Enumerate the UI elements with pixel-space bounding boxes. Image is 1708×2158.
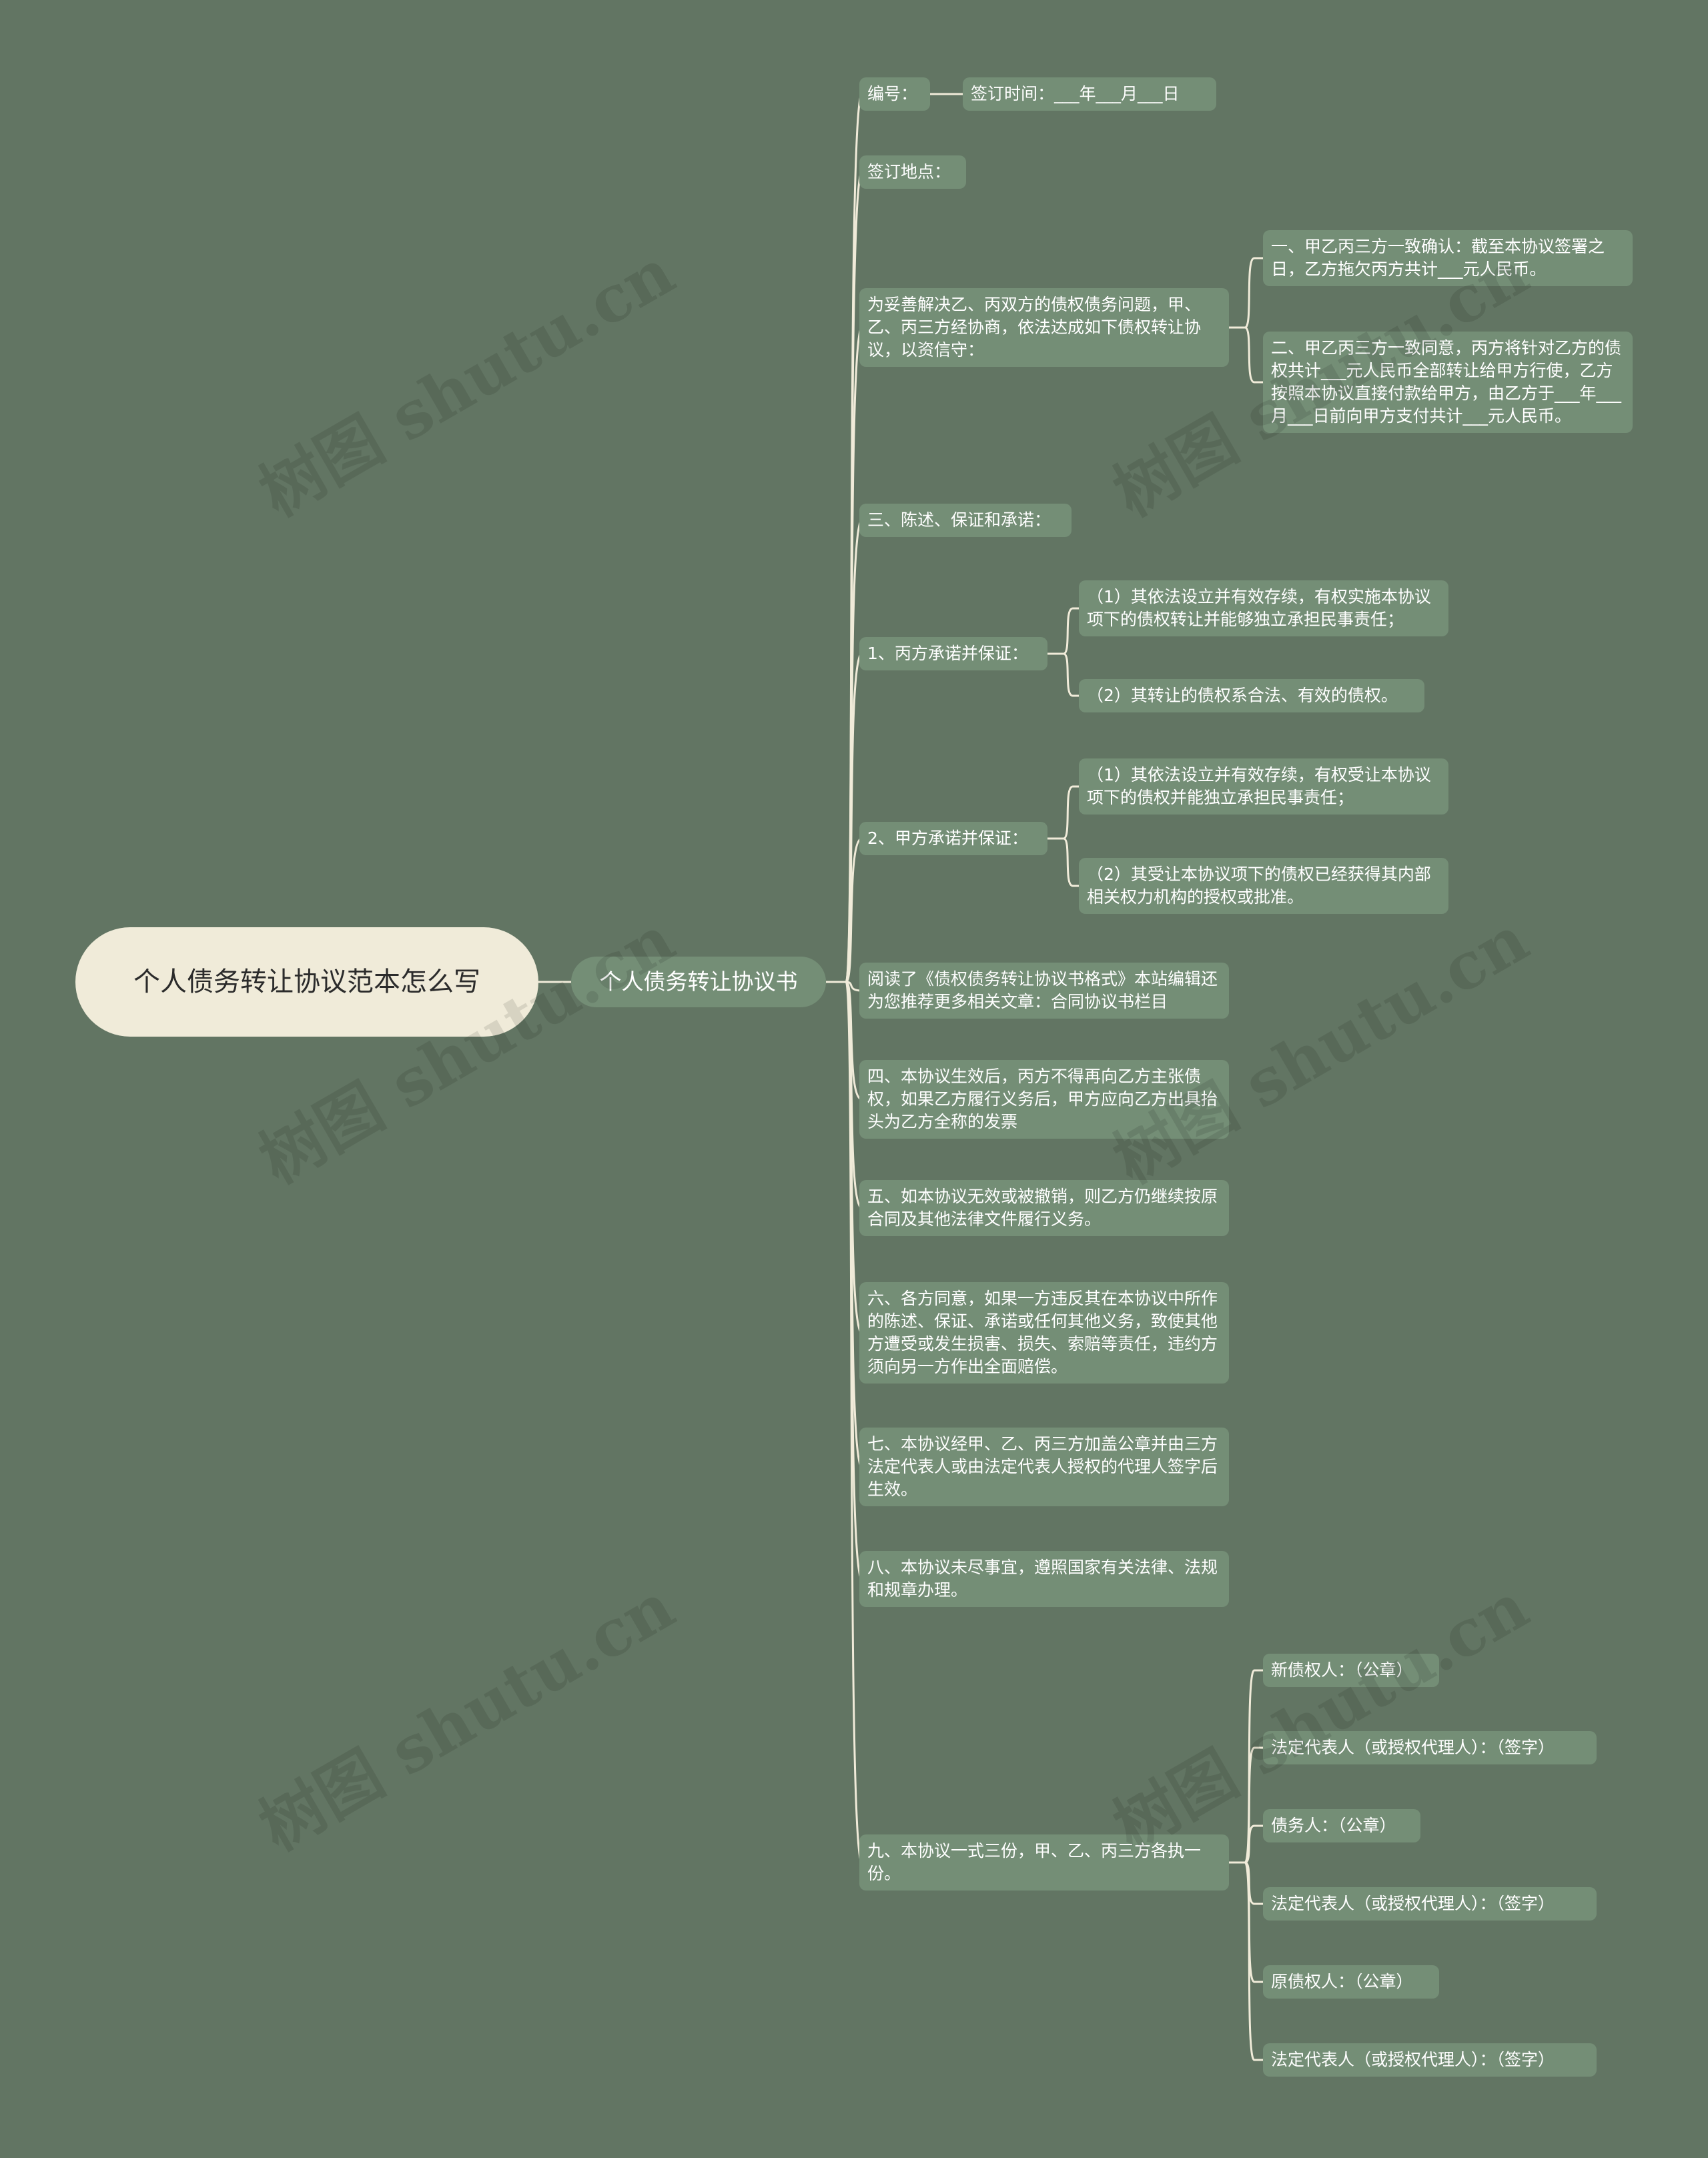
child-c-guarantee-1[interactable]: （1）其依法设立并有效存续，有权实施本协议项下的债权转让并能够独立承担民事责任； <box>1079 580 1448 636</box>
child-c-guarantee-2[interactable]: （2）其转让的债权系合法、有效的债权。 <box>1079 679 1424 712</box>
item-sign-place[interactable]: 签订地点： <box>859 155 966 189</box>
child-confirm-debt[interactable]: 一、甲乙丙三方一致确认：截至本协议签署之日，乙方拖欠丙方共计___元人民币。 <box>1263 230 1633 286</box>
child-debtor[interactable]: 债务人：（公章） <box>1263 1809 1420 1842</box>
child-a-guarantee-2[interactable]: （2）其受让本协议项下的债权已经获得其内部相关权力机构的授权或批准。 <box>1079 858 1448 914</box>
child-legal-rep-3[interactable]: 法定代表人（或授权代理人）：（签字） <box>1263 2043 1597 2077</box>
connector-line <box>1229 257 1263 329</box>
item-recommend[interactable]: 阅读了《债权债务转让协议书格式》本站编辑还为您推荐更多相关文章：合同协议书栏目 <box>859 963 1229 1019</box>
connector-line <box>1047 607 1079 655</box>
connector-line <box>1229 326 1263 384</box>
item-section-8[interactable]: 八、本协议未尽事宜，遵照国家有关法律、法规和规章办理。 <box>859 1551 1229 1607</box>
item-section-6[interactable]: 六、各方同意，如果一方违反其在本协议中所作的陈述、保证、承诺或任何其他义务，致使… <box>859 1282 1229 1384</box>
child-sign-date[interactable]: 签订时间：___年___月___日 <box>963 77 1216 111</box>
child-a-guarantee-1[interactable]: （1）其依法设立并有效存续，有权受让本协议项下的债权并能独立承担民事责任； <box>1079 758 1448 815</box>
item-party-a-promise[interactable]: 2、甲方承诺并保证： <box>859 822 1047 855</box>
connector-line <box>1047 785 1079 840</box>
branch-node[interactable]: 个人债务转让协议书 <box>571 957 826 1007</box>
item-party-c-promise[interactable]: 1、丙方承诺并保证： <box>859 637 1047 670</box>
connector-line <box>1047 837 1079 887</box>
connector-line <box>845 981 863 1864</box>
item-section-5[interactable]: 五、如本协议无效或被撤销，则乙方仍继续按原合同及其他法律文件履行义务。 <box>859 1180 1229 1236</box>
child-agree-transfer[interactable]: 二、甲乙丙三方一致同意，丙方将针对乙方的债权共计___元人民币全部转让给甲方行使… <box>1263 332 1633 433</box>
item-preamble[interactable]: 为妥善解决乙、丙双方的债权债务问题，甲、乙、丙三方经协商，依法达成如下债权转让协… <box>859 288 1229 367</box>
item-section-4[interactable]: 四、本协议生效后，丙方不得再向乙方主张债权，如果乙方履行义务后，甲方应向乙方出具… <box>859 1060 1229 1139</box>
connector-line <box>845 837 863 983</box>
child-legal-rep-2[interactable]: 法定代表人（或授权代理人）：（签字） <box>1263 1887 1597 1921</box>
item-section-3[interactable]: 三、陈述、保证和承诺： <box>859 504 1072 537</box>
connector-line <box>1229 1861 1263 1905</box>
root-node[interactable]: 个人债务转让协议范本怎么写 <box>75 927 538 1037</box>
connector-line <box>1229 1824 1263 1864</box>
child-original-creditor[interactable]: 原债权人：（公章） <box>1263 1965 1439 1999</box>
item-section-7[interactable]: 七、本协议经甲、乙、丙三方加盖公章并由三方法定代表人或由法定代表人授权的代理人签… <box>859 1428 1229 1506</box>
child-legal-rep-1[interactable]: 法定代表人（或授权代理人）：（签字） <box>1263 1731 1597 1764</box>
connector-line <box>1229 1746 1263 1864</box>
item-section-9[interactable]: 九、本协议一式三份，甲、乙、丙三方各执一份。 <box>859 1834 1229 1891</box>
connector-line <box>1229 1669 1263 1864</box>
connector-line <box>1047 652 1079 697</box>
connector-line <box>1229 1861 1263 1983</box>
item-number[interactable]: 编号： <box>859 77 930 111</box>
child-new-creditor[interactable]: 新债权人：（公章） <box>1263 1654 1439 1687</box>
connector-line <box>1229 1861 1263 2061</box>
